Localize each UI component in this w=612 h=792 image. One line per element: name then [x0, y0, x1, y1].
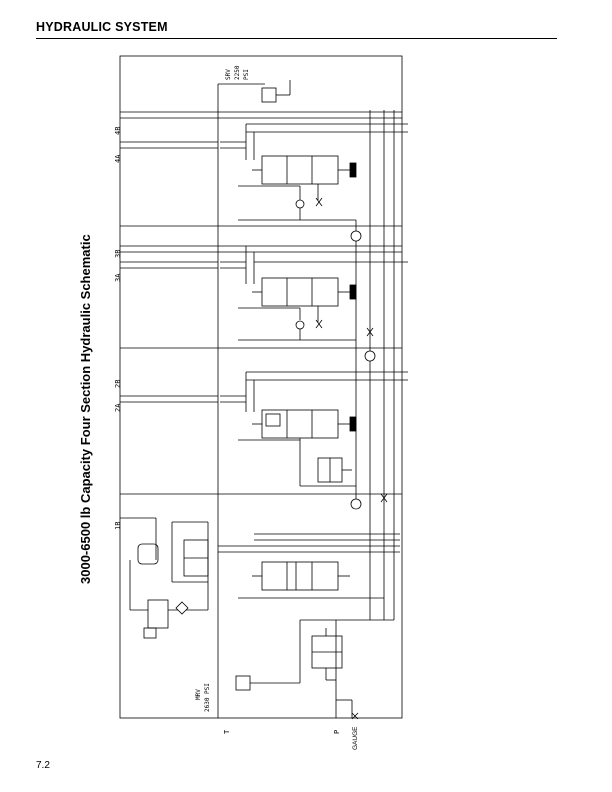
section-title: HYDRAULIC SYSTEM [36, 20, 168, 34]
page-header: HYDRAULIC SYSTEM [36, 18, 557, 39]
gauge-port-label: GAUGE [352, 726, 359, 750]
mrv-label-2: 2630 PSI [204, 683, 211, 712]
port-label-3b: 3B [114, 250, 122, 258]
srv-valve [261, 87, 277, 103]
port-label-2a: 2A [114, 403, 122, 412]
lower-valve [147, 599, 169, 629]
page-number: 7.2 [36, 760, 50, 771]
check-valve-3 [364, 350, 376, 362]
accumulator [137, 543, 159, 565]
valve-4-spool [261, 155, 339, 185]
srv-label-1: SRV [225, 69, 232, 80]
srv-label-2: 2250 [234, 65, 241, 80]
port-label-4b: 4B [114, 127, 122, 135]
mrv-valve [235, 675, 251, 691]
valve-3-spool [261, 277, 339, 307]
mrv-label-1: MRV [195, 689, 202, 700]
port-label-2b: 2B [114, 380, 122, 388]
tank-port-label: T [223, 729, 231, 734]
port-label-1b: 1B [114, 522, 122, 530]
port-label-3a: 3A [114, 273, 122, 282]
srv-label-3: PSI [243, 69, 250, 80]
pressure-port-label: P [333, 730, 341, 734]
port-label-4a: 4A [114, 154, 122, 163]
schematic-frame [119, 55, 403, 719]
valve-1-spool [261, 561, 339, 591]
check-valve-2 [350, 498, 362, 510]
check-valve-4 [350, 230, 362, 242]
filter-icon [175, 601, 189, 615]
